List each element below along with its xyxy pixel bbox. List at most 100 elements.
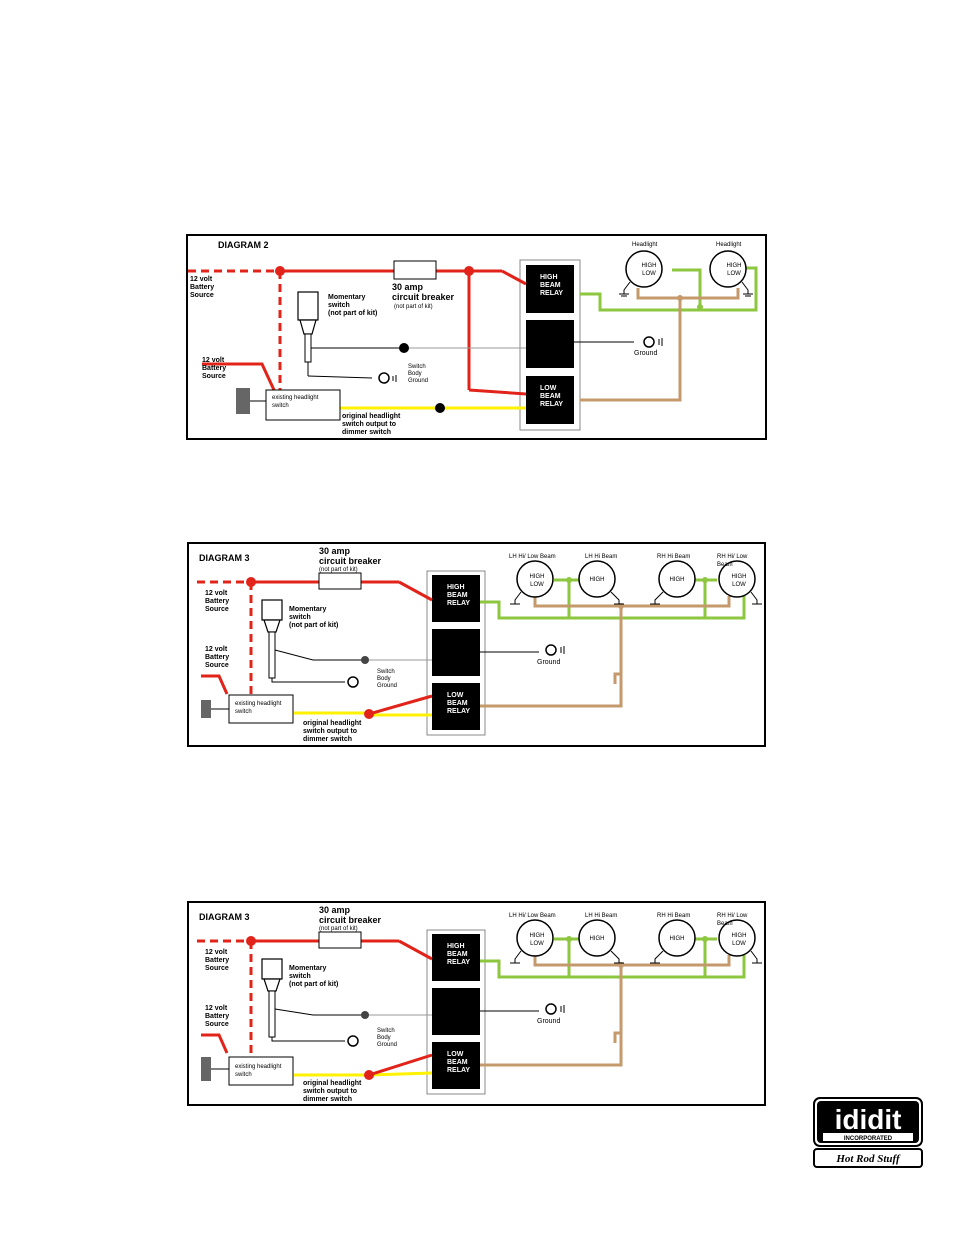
- headlight-label: RH Hi/ Low Beam: [717, 554, 748, 568]
- breaker-note: (not part of kit): [319, 567, 358, 573]
- low-beam-relay: [432, 683, 480, 730]
- headlight-inner-label: HIGH LOW: [731, 574, 747, 588]
- diagram-3-wiring: [197, 919, 762, 1095]
- battery-source-label: 12 volt Battery Source: [202, 357, 227, 380]
- diagram-title: DIAGRAM 3: [199, 553, 250, 563]
- low-beam-wire: [636, 288, 740, 300]
- breaker-note: (not part of kit): [394, 304, 433, 310]
- momentary-switch-label: Momentary switch (not part of kit): [289, 606, 339, 629]
- ididit-logo-graphic: ididit INCORPORATED Hot Rod Stuff: [813, 1097, 923, 1168]
- headlight-inner-label: HIGH: [589, 936, 605, 942]
- headlight-icon: [718, 560, 756, 598]
- headlight-icon: [516, 560, 554, 598]
- junction-dot: [275, 266, 285, 276]
- switch-ground-label: Switch Body Ground: [408, 364, 429, 384]
- headlight-inner-label: HIGH LOW: [731, 933, 747, 947]
- headlight-label: RH Hi Beam: [657, 554, 691, 560]
- headlight-icon: [658, 919, 696, 957]
- battery-source-label: 12 volt Battery Source: [205, 590, 230, 613]
- logo-sub: INCORPORATED: [844, 1136, 893, 1142]
- ground-label: Ground: [537, 659, 561, 666]
- high-relay-feed: [501, 269, 527, 286]
- headlight-icon: [709, 250, 747, 288]
- dimmer-output-label: original headlight switch output to dimm…: [342, 413, 401, 436]
- low-beam-relay-label: LOW BEAM RELAY: [540, 385, 564, 408]
- headlight-icon: [578, 919, 616, 957]
- circuit-breaker: [393, 260, 437, 280]
- headlight-label: LH Hi Beam: [585, 554, 618, 560]
- battery-source-label: 12 volt Battery Source: [190, 276, 215, 299]
- ring-terminal-icon: [378, 372, 390, 384]
- ground-lead: [307, 375, 373, 379]
- high-beam-wire: [672, 268, 702, 307]
- ring-terminal-icon: [347, 1035, 359, 1047]
- high-beam-wire: [580, 266, 758, 312]
- headlight-inner-label: HIGH LOW: [726, 263, 742, 277]
- headlight-icon: [718, 919, 756, 957]
- breaker-note: (not part of kit): [319, 926, 358, 932]
- momentary-switch-label: Momentary switch (not part of kit): [328, 294, 378, 317]
- high-beam-relay-label: HIGH BEAM RELAY: [447, 584, 471, 607]
- middle-relay: [432, 988, 480, 1035]
- dimmer-output-label: original headlight switch output to dimm…: [303, 720, 362, 743]
- diagram-3-b: DIAGRAM 3 12 volt Battery Source 12 volt…: [187, 901, 766, 1106]
- breaker-label: 30 amp circuit breaker: [319, 905, 382, 925]
- headlight-inner-label: HIGH LOW: [529, 933, 545, 947]
- headlight-inner-label: HIGH: [669, 936, 685, 942]
- headlight-inner-label: HIGH LOW: [641, 263, 657, 277]
- ring-terminal-icon: [545, 644, 557, 656]
- momentary-switch-body: [297, 291, 319, 321]
- momentary-switch-neck: [299, 319, 317, 335]
- headlight-switch-knob: [236, 388, 250, 414]
- junction-dot: [464, 266, 474, 276]
- diagram-title: DIAGRAM 2: [218, 240, 269, 250]
- headlight-icon: [578, 560, 616, 598]
- logo-brand: ididit: [835, 1104, 902, 1135]
- middle-relay: [526, 320, 574, 368]
- circuit-breaker: [318, 572, 362, 590]
- low-beam-relay: [432, 1042, 480, 1089]
- ring-terminal-icon: [643, 336, 655, 348]
- high-beam-relay: [432, 575, 480, 622]
- breaker-label: 30 amp circuit breaker: [319, 546, 382, 566]
- ididit-logo: ididit INCORPORATED Hot Rod Stuff: [813, 1097, 923, 1169]
- diagram-title: DIAGRAM 3: [199, 912, 250, 922]
- headlight-switch-label: existing headlight switch: [235, 1064, 282, 1078]
- low-beam-relay: [526, 376, 574, 424]
- low-relay-feed: [468, 388, 527, 396]
- high-beam-relay: [432, 934, 480, 981]
- headlight-inner-label: HIGH LOW: [529, 574, 545, 588]
- circuit-breaker: [318, 931, 362, 949]
- battery-source-label: 12 volt Battery Source: [205, 1005, 230, 1028]
- momentary-switch-stem: [304, 333, 312, 363]
- high-beam-relay: [526, 265, 574, 313]
- high-beam-relay-label: HIGH BEAM RELAY: [447, 943, 471, 966]
- switch-ground-label: Switch Body Ground: [377, 669, 398, 689]
- headlight-inner-label: HIGH: [669, 577, 685, 583]
- headlight-label: LH Hi/ Low Beam: [509, 913, 556, 919]
- low-beam-relay-label: LOW BEAM RELAY: [447, 692, 471, 715]
- ring-terminal-icon: [545, 1003, 557, 1015]
- headlight-icon: [516, 919, 554, 957]
- middle-relay: [432, 629, 480, 676]
- low-beam-relay-label: LOW BEAM RELAY: [447, 1051, 471, 1074]
- headlight-inner-label: HIGH: [589, 577, 605, 583]
- diagram-2: DIAGRAM 2 12 volt Battery Source 12 volt…: [186, 234, 767, 440]
- ground-label: Ground: [634, 350, 658, 357]
- diagram-2-wiring: [188, 250, 758, 431]
- battery-source-2-wire: [202, 362, 276, 391]
- switch-ground-label: Switch Body Ground: [377, 1028, 398, 1048]
- headlight-label: LH Hi Beam: [585, 913, 618, 919]
- battery-source-label: 12 volt Battery Source: [205, 646, 230, 669]
- dimmer-output-label: original headlight switch output to dimm…: [303, 1080, 362, 1103]
- headlight-switch-label: existing headlight switch: [235, 701, 282, 715]
- logo-tagline: Hot Rod Stuff: [835, 1153, 901, 1165]
- low-beam-wire: [580, 298, 682, 402]
- diagram-3-a: DIAGRAM 3 12 volt Battery Source 12 volt…: [187, 542, 766, 747]
- connection-dot: [399, 343, 409, 353]
- headlight-label: RH Hi/ Low Beam: [717, 913, 748, 927]
- headlight-icon: [625, 250, 663, 288]
- momentary-switch-label: Momentary switch (not part of kit): [289, 965, 339, 988]
- headlight-label: Headlight: [632, 242, 658, 248]
- headlight-label: LH Hi/ Low Beam: [509, 554, 556, 560]
